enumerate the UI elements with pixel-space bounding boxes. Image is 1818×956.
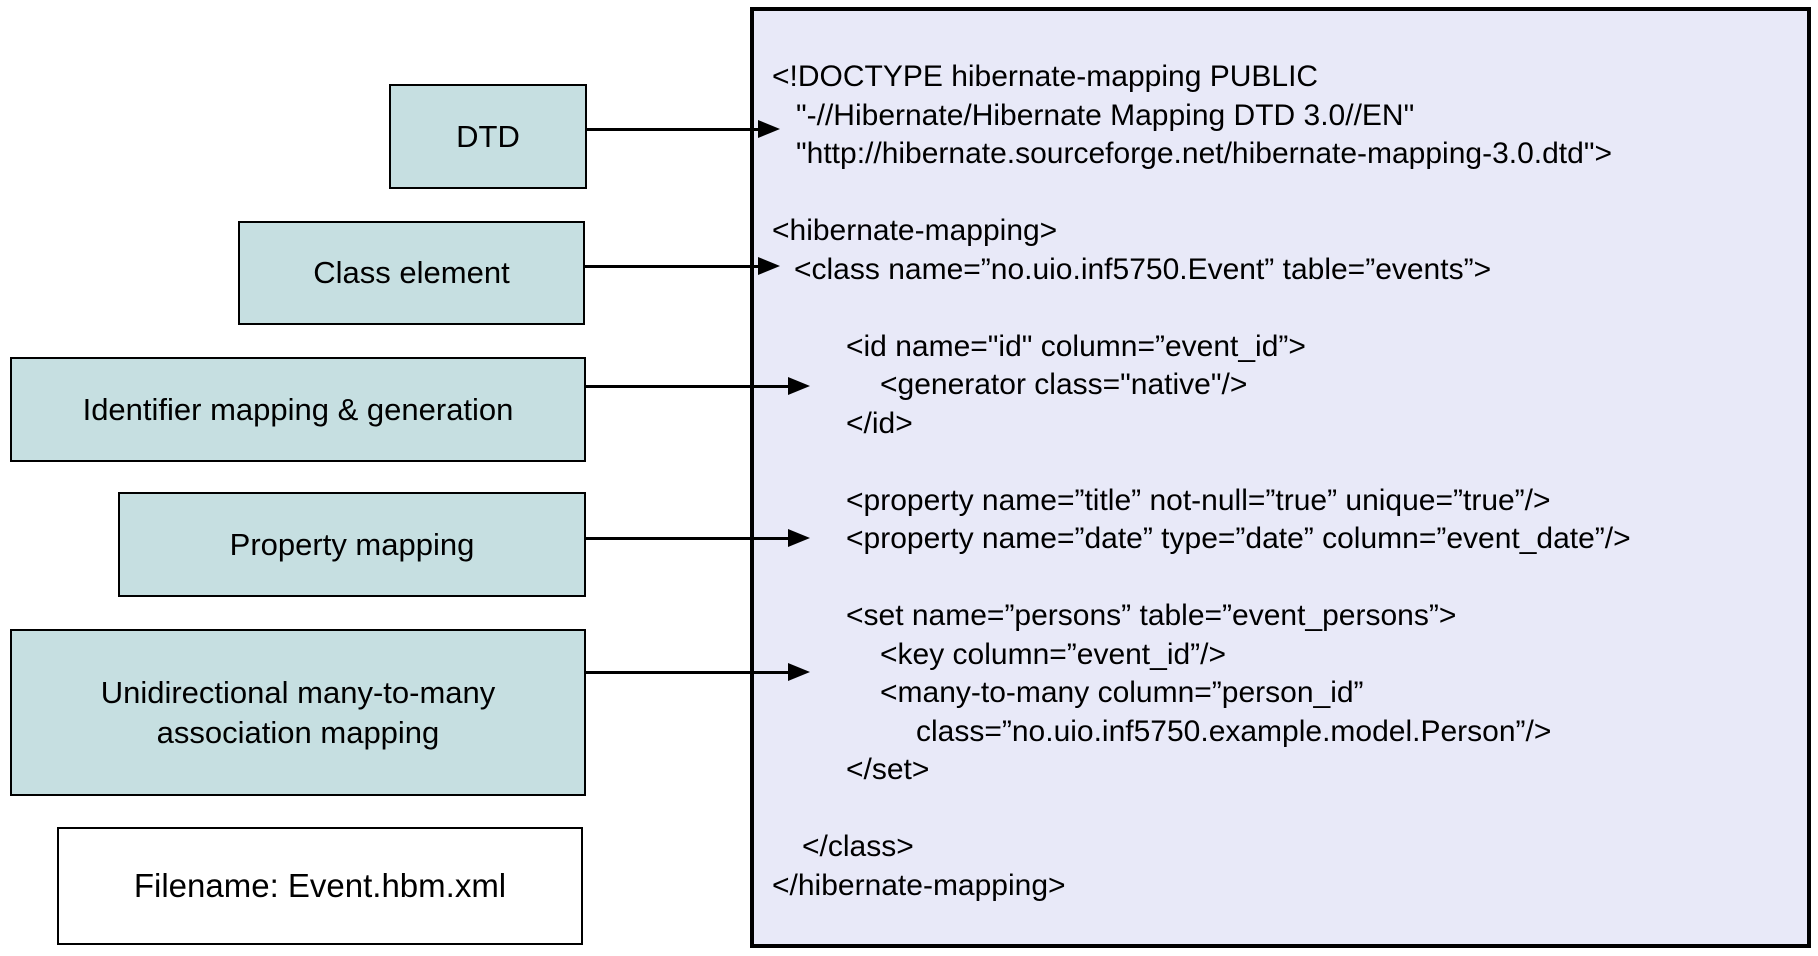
code-line: "-//Hibernate/Hibernate Mapping DTD 3.0/…	[796, 98, 1415, 132]
code-line: <id name="id" column=”event_id”>	[846, 329, 1306, 363]
code-line: <generator class="native"/>	[880, 368, 1248, 401]
code-line: <class name=”no.uio.inf5750.Event” table…	[794, 252, 1492, 286]
label-box-dtd: DTD	[389, 84, 587, 189]
code-line: <!DOCTYPE hibernate-mapping PUBLIC	[772, 60, 1319, 93]
arrow-class	[585, 264, 758, 268]
code-line: </set>	[846, 753, 930, 786]
filename-box: Filename: Event.hbm.xml	[57, 827, 583, 945]
arrow-property	[586, 536, 788, 540]
code-line: "http://hibernate.sourceforge.net/hibern…	[796, 137, 1612, 170]
label-many-to-many: Unidirectional many-to-many association …	[100, 674, 496, 750]
code-line: </hibernate-mapping>	[772, 868, 1066, 902]
code-line: <property name=”date” type=”date” column…	[846, 522, 1631, 555]
code-line: </class>	[802, 830, 914, 863]
code-line: <hibernate-mapping>	[772, 214, 1058, 247]
label-property-mapping: Property mapping	[229, 526, 475, 562]
label-box-identifier-mapping: Identifier mapping & generation	[10, 357, 586, 462]
code-block: <!DOCTYPE hibernate-mapping PUBLIC "-//Hi…	[772, 58, 1631, 905]
code-line: </id>	[846, 406, 913, 440]
code-line: <property name=”title” not-null=”true” u…	[846, 483, 1551, 517]
arrow-many-to-many	[586, 670, 788, 674]
xml-code-panel: <!DOCTYPE hibernate-mapping PUBLIC "-//Hi…	[750, 7, 1811, 948]
code-line: <many-to-many column=”person_id”	[880, 676, 1364, 709]
label-identifier-mapping: Identifier mapping & generation	[82, 391, 514, 427]
code-line	[772, 289, 1631, 328]
code-line: <key column=”event_id”/>	[880, 637, 1227, 671]
label-class-element: Class element	[313, 255, 510, 290]
filename-label: Filename: Event.hbm.xml	[133, 867, 507, 904]
arrow-identifier	[586, 384, 788, 388]
label-dtd: DTD	[456, 118, 520, 154]
code-line	[772, 174, 1631, 213]
label-box-many-to-many: Unidirectional many-to-many association …	[10, 629, 586, 796]
code-line	[772, 790, 1631, 829]
code-line	[772, 559, 1631, 598]
code-line: <set name=”persons” table=”event_persons…	[846, 599, 1457, 632]
label-box-class-element: Class element	[238, 221, 585, 325]
arrow-dtd	[587, 127, 758, 131]
code-line	[772, 443, 1631, 482]
code-line: class=”no.uio.inf5750.example.model.Pers…	[916, 714, 1552, 748]
label-box-property-mapping: Property mapping	[118, 492, 586, 597]
